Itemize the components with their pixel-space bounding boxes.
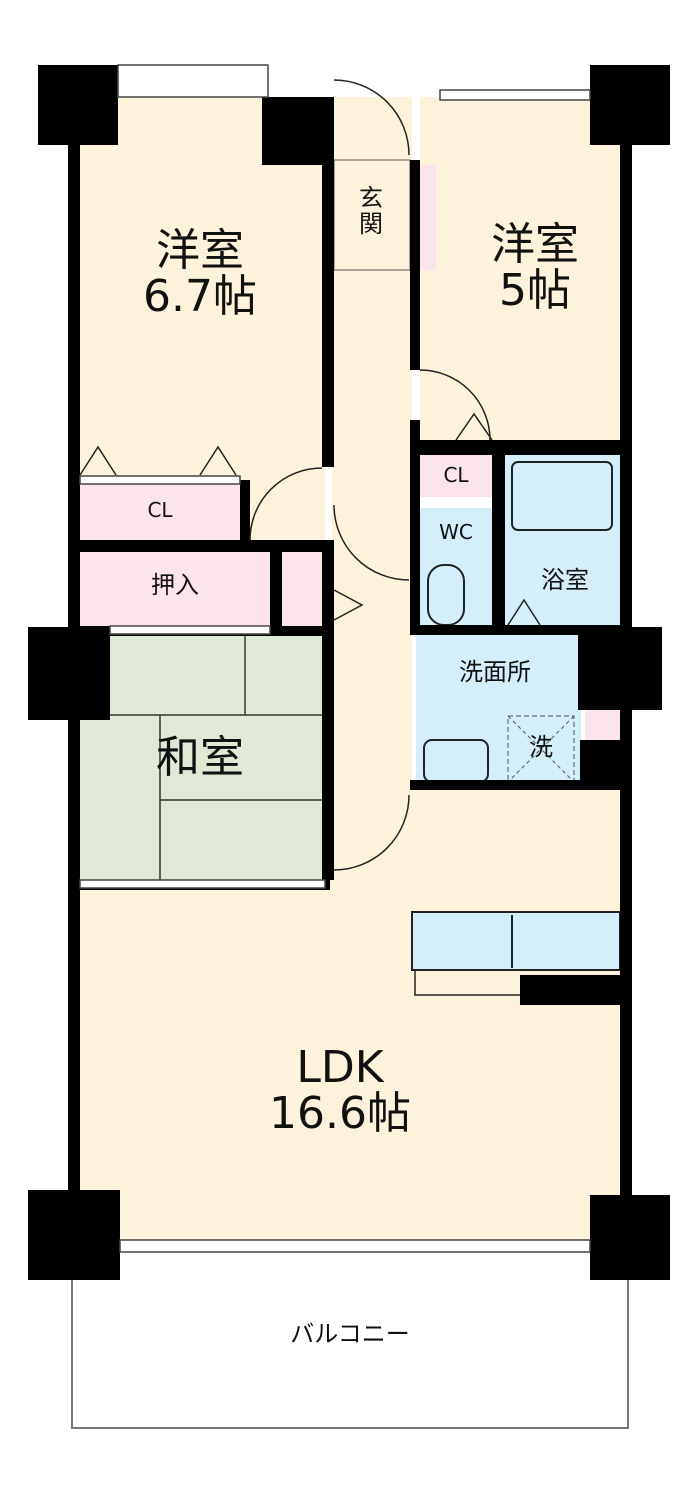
column	[28, 1190, 120, 1280]
western-room-1-label: 洋室 6.7帖	[120, 225, 280, 323]
ldk-label: LDK 16.6帖	[230, 1042, 450, 1140]
bathroom-label: 浴室	[541, 566, 589, 594]
balcony-label: バルコニー	[290, 1320, 410, 1348]
column	[578, 627, 662, 710]
room-size: 16.6帖	[269, 1088, 411, 1140]
closet-left-label: CL	[147, 498, 173, 522]
oshiire-label: 押入	[151, 571, 199, 599]
kitchen-counter	[411, 911, 621, 971]
western-room-2-floor	[420, 97, 620, 447]
washroom-label: 洗面所	[459, 658, 531, 686]
shoe-closet	[416, 165, 436, 270]
closet-right	[420, 455, 492, 497]
washer-label: 洗	[529, 733, 553, 761]
room-name: 洋室	[156, 225, 244, 276]
room-name: 洋室	[491, 219, 579, 270]
closet-left	[80, 483, 240, 541]
room-size: 5帖	[499, 265, 571, 317]
toilet	[427, 564, 465, 626]
entrance-label: 玄関	[359, 184, 383, 239]
closet-right-label: CL	[443, 463, 469, 487]
entrance-floor	[333, 159, 411, 271]
room-name: LDK	[296, 1042, 384, 1093]
column	[580, 740, 625, 790]
room-size: 6.7帖	[143, 271, 257, 323]
column	[590, 65, 670, 145]
column	[38, 65, 118, 145]
oshiire-area	[80, 552, 270, 626]
column	[590, 1195, 670, 1280]
western-room-2-label: 洋室 5帖	[460, 219, 610, 317]
japanese-room-floor	[80, 636, 325, 881]
oshiire-small	[282, 552, 322, 626]
column	[262, 97, 332, 165]
bathtub	[511, 461, 613, 531]
column	[28, 627, 110, 720]
sink	[423, 739, 489, 783]
japanese-room-label: 和室	[156, 732, 244, 783]
wc-label: WC	[439, 520, 473, 544]
balcony-area	[71, 1249, 629, 1429]
